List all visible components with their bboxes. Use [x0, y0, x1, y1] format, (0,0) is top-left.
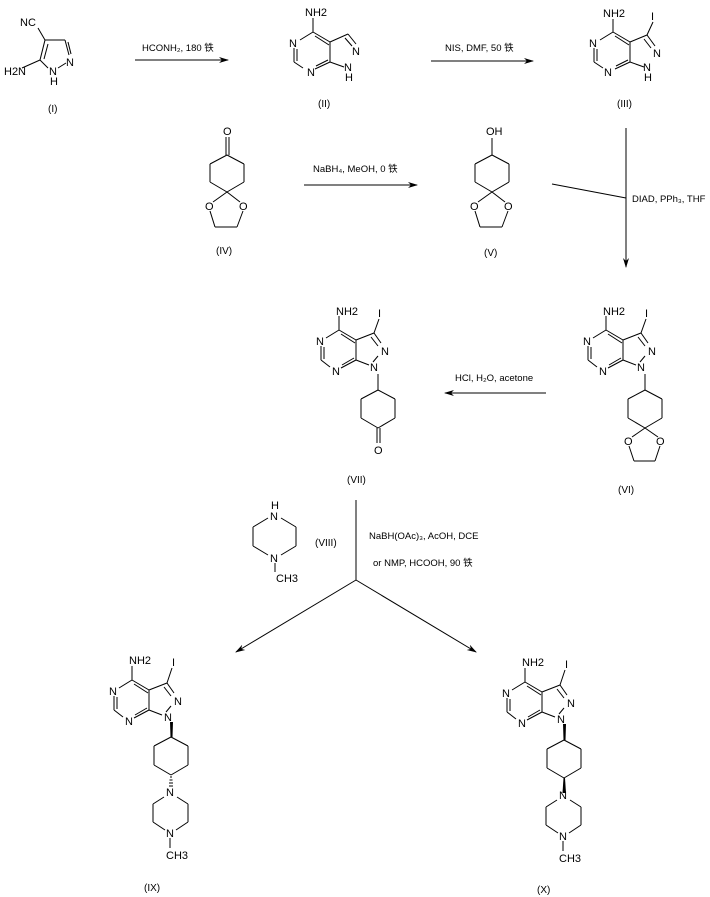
reaction-arrow-4-branch	[551, 183, 627, 199]
atom-o: O	[205, 201, 214, 213]
compound-label-I: (I)	[48, 104, 57, 115]
atom-n: N	[166, 787, 174, 799]
atom-n: N	[518, 718, 526, 730]
atom-ch3: CH3	[559, 853, 581, 865]
atom-nc: NC	[20, 17, 36, 29]
wedge-bond	[562, 778, 566, 793]
atom-h: H	[345, 72, 353, 84]
atom-o: O	[656, 436, 665, 448]
atom-n1: N	[557, 714, 565, 726]
atom-n: N	[648, 346, 656, 358]
atom-n1: N	[637, 362, 645, 374]
compound-III: NH2 I N N N N H (III)	[589, 8, 661, 110]
atom-n: N	[332, 366, 340, 378]
atom-n: N	[559, 790, 567, 802]
reagent-step1: HCONH₂, 180 铁	[142, 42, 214, 54]
atom-nh: N	[643, 62, 651, 74]
hashed-bond	[169, 776, 173, 787]
atom-o: O	[374, 445, 383, 457]
atom-nh: N	[49, 66, 57, 78]
atom-iodine: I	[565, 659, 568, 671]
reagent-step6-line2: or NMP, HCOOH, 90 铁	[373, 557, 473, 569]
atom-n: N	[289, 38, 297, 50]
atom-o: O	[470, 201, 479, 213]
atom-h: H	[644, 72, 652, 84]
atom-nh2: NH2	[603, 306, 625, 318]
atom-nh2: NH2	[129, 655, 151, 667]
atom-n1: N	[164, 712, 172, 724]
atom-nh2: NH2	[336, 306, 358, 318]
atom-n: N	[502, 688, 510, 700]
wedge-bond	[170, 722, 173, 737]
wedge-bond	[563, 724, 566, 740]
atom-n: N	[381, 346, 389, 358]
atom-n: N	[125, 716, 133, 728]
compound-I: NC H2N N N H (I)	[4, 17, 74, 115]
atom-n: N	[653, 48, 661, 60]
reagent-step4: DIAD, PPh₃, THF	[632, 194, 706, 205]
compound-V: OH O O (V)	[470, 126, 513, 259]
atom-n: N	[270, 553, 278, 565]
compound-VII: NH2 I N N N N O (VII)	[316, 306, 396, 486]
compound-label-IV: (IV)	[216, 246, 232, 257]
atom-n: N	[166, 828, 174, 840]
compound-X: NH2 I N N N N N N CH3 (X)	[502, 657, 582, 896]
compound-IV: O O O (IV)	[205, 126, 248, 257]
reagent-step6-line1: NaBH(OAc)₃, AcOH, DCE	[369, 531, 478, 542]
atom-ch3: CH3	[276, 573, 298, 585]
compound-VI: NH2 I N N N N O O (VI)	[583, 306, 665, 496]
atom-n: N	[599, 366, 607, 378]
compound-VIII: H N N CH3 (VIII)	[252, 500, 337, 585]
reagent-step2: NIS, DMF, 50 铁	[445, 42, 514, 54]
atom-n1: N	[370, 362, 378, 374]
atom-nh2: NH2	[305, 7, 327, 19]
reaction-arrow-6-left	[235, 579, 357, 653]
atom-o: O	[223, 126, 232, 138]
reagent-step3: NaBH₄, MeOH, 0 铁	[313, 163, 398, 175]
atom-nh2: NH2	[522, 657, 544, 669]
atom-o: O	[239, 201, 248, 213]
atom-n: N	[604, 67, 612, 79]
compound-label-IX: (IX)	[144, 883, 160, 894]
reaction-arrow-6-right	[355, 579, 477, 653]
compound-label-V: (V)	[484, 248, 497, 259]
atom-oh: OH	[486, 126, 503, 138]
compound-label-III: (III)	[617, 99, 632, 110]
compound-IX: NH2 I N N N N N N CH3 (IX)	[109, 655, 189, 894]
atom-nh2: NH2	[603, 8, 625, 20]
compound-label-X: (X)	[537, 885, 550, 896]
atom-ch3: CH3	[166, 850, 188, 862]
atom-n: N	[109, 686, 117, 698]
reagent-step5: HCl, H₂O, acetone	[455, 373, 533, 384]
atom-n: N	[270, 511, 278, 523]
atom-n: N	[174, 696, 182, 708]
atom-iodine: I	[172, 657, 175, 669]
atom-n: N	[307, 67, 315, 79]
atom-n: N	[352, 46, 360, 58]
atom-iodine: I	[651, 11, 654, 23]
atom-o: O	[624, 436, 633, 448]
compound-label-VIII: (VIII)	[315, 538, 337, 549]
compound-label-VII: (VII)	[347, 475, 366, 486]
atom-iodine: I	[378, 308, 381, 320]
compound-label-VI: (VI)	[618, 485, 634, 496]
atom-n: N	[567, 698, 575, 710]
atom-n: N	[559, 831, 567, 843]
compound-II: NH2 N N N N H (II)	[289, 7, 360, 110]
atom-n: N	[583, 336, 591, 348]
compound-label-II: (II)	[318, 99, 330, 110]
atom-h: H	[50, 76, 58, 88]
atom-nh: N	[344, 62, 352, 74]
atom-n: N	[589, 38, 597, 50]
atom-n: N	[66, 57, 74, 69]
atom-n: N	[316, 336, 324, 348]
atom-nh2: H2N	[4, 66, 26, 78]
atom-h: H	[271, 500, 279, 512]
atom-o: O	[504, 201, 513, 213]
atom-iodine: I	[645, 308, 648, 320]
